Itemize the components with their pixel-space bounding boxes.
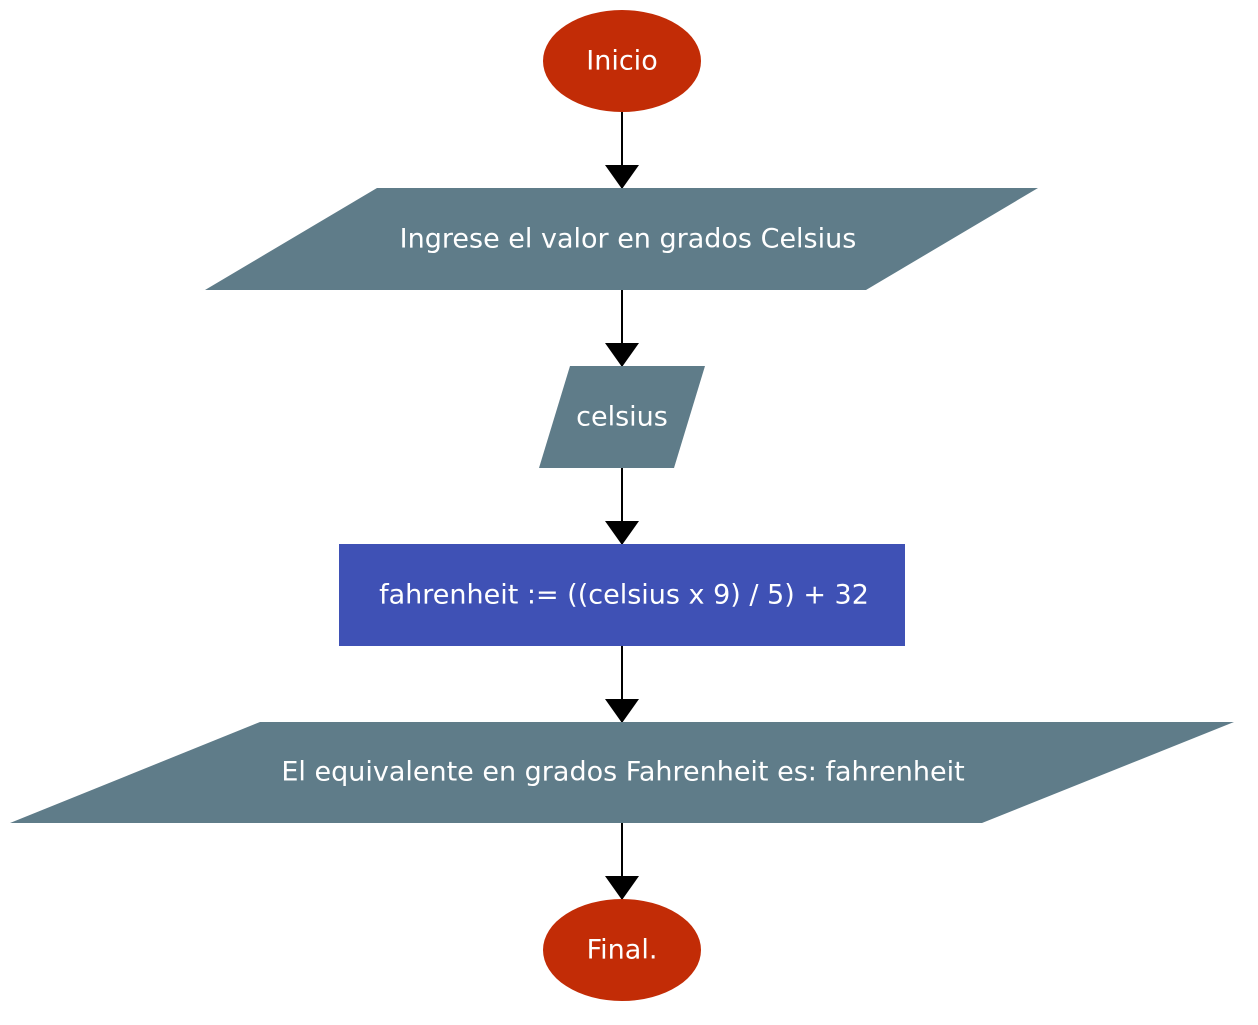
compute-process-shape	[339, 544, 905, 646]
input-node-label: celsius	[576, 402, 668, 433]
output-node: El equivalente en grados Fahrenheit es: …	[10, 722, 1234, 823]
prompt-io-shape	[205, 188, 1038, 290]
end-node-label: Final.	[587, 935, 658, 966]
input-io-shape	[539, 366, 705, 468]
start-terminal-shape	[543, 10, 701, 112]
compute-node: fahrenheit := ((celsius x 9) / 5) + 32	[339, 544, 905, 646]
start-node: Inicio	[543, 10, 701, 112]
output-io-shape	[10, 722, 1234, 823]
prompt-node-label: Ingrese el valor en grados Celsius	[400, 224, 857, 255]
input-node: celsius	[539, 366, 705, 468]
start-node-label: Inicio	[586, 46, 657, 77]
compute-node-label: fahrenheit := ((celsius x 9) / 5) + 32	[379, 580, 869, 611]
end-terminal-shape	[543, 899, 701, 1001]
end-node: Final.	[543, 899, 701, 1001]
output-node-label: El equivalente en grados Fahrenheit es: …	[281, 757, 964, 788]
prompt-node: Ingrese el valor en grados Celsius	[205, 188, 1038, 290]
